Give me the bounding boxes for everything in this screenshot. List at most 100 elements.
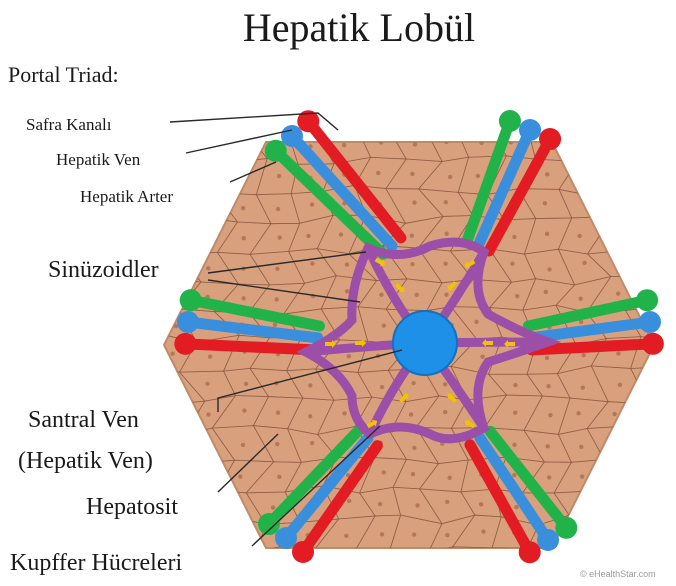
vein-knob-left	[177, 311, 199, 333]
hepatocyte-nucleus	[382, 470, 386, 474]
hepatocyte	[428, 547, 473, 580]
hepatocyte	[144, 517, 195, 552]
hepatocyte	[453, 547, 506, 580]
sinusoids-label: Sinüzoidler	[48, 258, 159, 282]
hepatocyte-nucleus	[650, 380, 654, 384]
hepatocyte-nucleus	[579, 445, 583, 449]
hepatocyte-nucleus	[474, 320, 478, 324]
hepatocyte	[631, 516, 674, 548]
hepatocyte-nucleus	[380, 385, 384, 389]
hepatocyte-nucleus	[240, 142, 244, 146]
hepatocyte-nucleus	[306, 234, 310, 238]
hepatocyte-nucleus	[410, 172, 414, 176]
hepatocyte	[628, 215, 676, 252]
hepatocyte-nucleus	[513, 410, 517, 414]
hepatocyte-nucleus	[445, 500, 449, 504]
hepatocyte-nucleus	[444, 200, 448, 204]
hepatocyte-nucleus	[413, 142, 417, 146]
hepatocyte	[628, 250, 673, 280]
hepatocyte	[187, 158, 231, 192]
hepatocyte-nucleus	[411, 472, 415, 476]
hepatocyte-nucleus	[205, 502, 209, 506]
hepatocyte	[593, 491, 644, 521]
hepatocyte-nucleus	[174, 142, 178, 146]
hepatocyte-nucleus	[271, 505, 275, 509]
hepatocyte-nucleus	[278, 235, 282, 239]
hepatocyte-nucleus	[173, 233, 177, 237]
vein-knob-bottom-right	[537, 529, 559, 551]
artery-knob-left	[174, 333, 196, 355]
hepatocyte-nucleus	[241, 296, 245, 300]
hepatocyte-nucleus	[514, 505, 518, 509]
hepatocyte-nucleus	[174, 446, 178, 450]
hepatocyte-nucleus	[308, 414, 312, 418]
hepatocyte-nucleus	[647, 503, 651, 507]
hepatocyte-nucleus	[210, 202, 214, 206]
hepatocyte	[621, 395, 673, 428]
hepatocyte	[354, 553, 399, 583]
hepatocyte-nucleus	[379, 293, 383, 297]
hepatocyte-nucleus	[308, 383, 312, 387]
hepatocyte	[153, 459, 199, 490]
hepatocyte-nucleus	[580, 474, 584, 478]
hepatocyte-nucleus	[548, 560, 552, 564]
vein-knob-top-left	[281, 125, 303, 147]
hepatocyte-nucleus	[274, 297, 278, 301]
hepatocyte-nucleus	[578, 505, 582, 509]
hepatocyte-nucleus	[375, 566, 379, 570]
hepatocyte-nucleus	[208, 354, 212, 358]
hepatocyte-nucleus	[618, 141, 622, 145]
hepatocyte-nucleus	[448, 175, 452, 179]
hepatocyte-nucleus	[545, 232, 549, 236]
hepatocyte-nucleus	[513, 383, 517, 387]
hepatocyte	[186, 517, 236, 551]
hepatocyte	[656, 395, 676, 428]
hepatocyte	[662, 128, 676, 164]
hepatocyte-nucleus	[378, 502, 382, 506]
artery-knob-bottom-right	[519, 541, 541, 563]
hepatocyte-nucleus	[313, 562, 317, 566]
hepatocyte-nucleus	[244, 532, 248, 536]
hepatocyte-nucleus	[543, 201, 547, 205]
hepatocyte	[389, 553, 445, 583]
hepatocyte-nucleus	[276, 410, 280, 414]
hepatocyte-nucleus	[412, 446, 416, 450]
central-vein-sublabel: (Hepatik Ven)	[18, 449, 153, 473]
hepatocyte	[150, 127, 202, 158]
page-title: Hepatik Lobül	[0, 8, 676, 48]
hepatocyte-nucleus	[376, 171, 380, 175]
hepatocyte	[625, 160, 676, 194]
hepatocyte-nucleus	[612, 412, 616, 416]
hepatocyte-nucleus	[273, 323, 277, 327]
hepatocyte-nucleus	[207, 445, 211, 449]
hepatocyte	[186, 548, 235, 583]
hepatocyte	[587, 158, 642, 195]
hepatocyte-nucleus	[648, 470, 652, 474]
hepatocyte-nucleus	[580, 176, 584, 180]
hepatocyte	[658, 520, 676, 555]
hepatocyte-nucleus	[646, 440, 650, 444]
hepatocyte-nucleus	[509, 140, 513, 144]
hepatocyte-nucleus	[206, 266, 210, 270]
hepatocyte	[597, 127, 642, 160]
hepatocyte-nucleus	[480, 354, 484, 358]
hepatocyte-nucleus	[174, 384, 178, 388]
hepatocyte-nucleus	[578, 296, 582, 300]
hepatocyte-nucleus	[339, 232, 343, 236]
hepatocyte-nucleus	[576, 411, 580, 415]
hepatocyte-nucleus	[545, 356, 549, 360]
hepatocyte-nucleus	[206, 412, 210, 416]
hepatocyte-nucleus	[277, 475, 281, 479]
hepatocyte-nucleus	[616, 351, 620, 355]
hepatocyte	[655, 458, 676, 490]
hepatocyte-nucleus	[411, 381, 415, 385]
hepatocyte-nucleus	[512, 473, 516, 477]
hepatocyte-nucleus	[616, 501, 620, 505]
hepatocyte-nucleus	[611, 203, 615, 207]
hepatocyte-nucleus	[443, 262, 447, 266]
hepatocyte-nucleus	[168, 472, 172, 476]
hepatocyte-nucleus	[244, 561, 248, 565]
hepatocyte-nucleus	[275, 442, 279, 446]
vein-knob-right	[639, 311, 661, 333]
